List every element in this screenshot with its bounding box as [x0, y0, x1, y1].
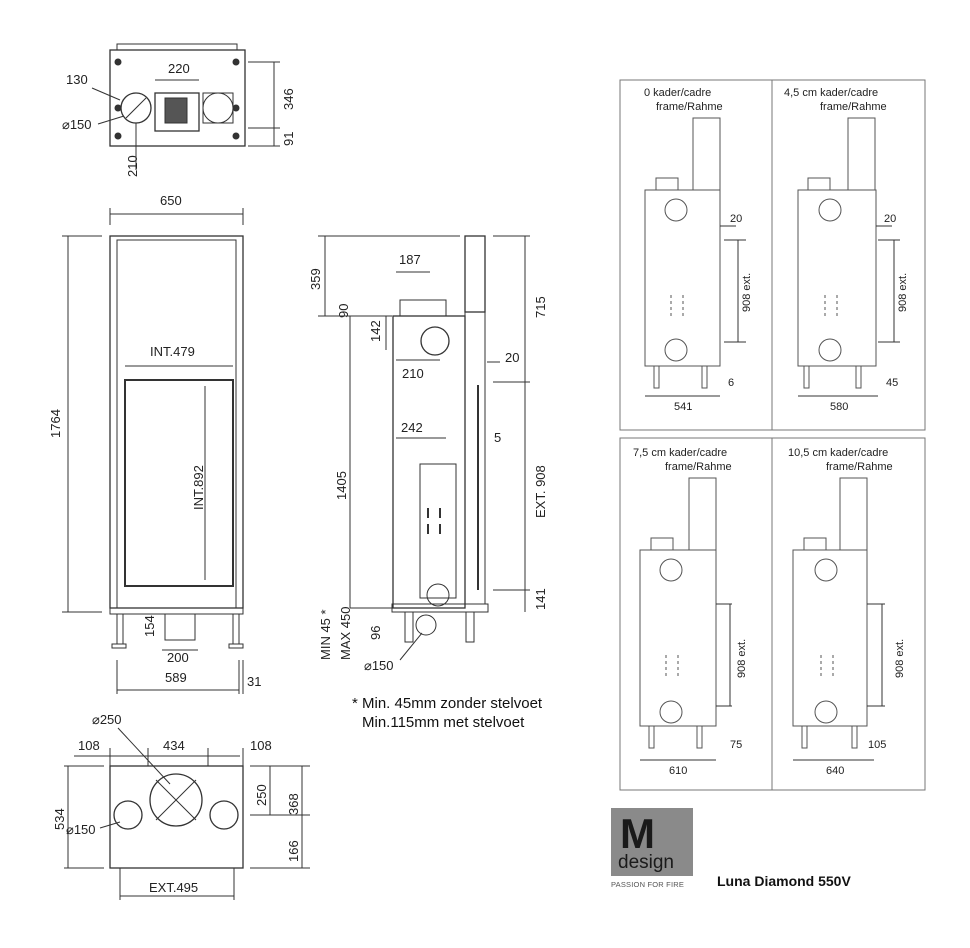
- panel-1-title2: frame/Rahme: [820, 101, 887, 113]
- footnote-line-2: Min.115mm met stelvoet: [362, 714, 525, 731]
- panel-3: 10,5 cm kader/cadre frame/Rahme 908 ext.…: [788, 447, 906, 777]
- panel-2: 7,5 cm kader/cadre frame/Rahme 908 ext. …: [633, 447, 748, 777]
- panel-1-side: 45: [886, 377, 898, 389]
- panel-2-side: 75: [730, 739, 742, 751]
- side-dim-242: 242: [401, 420, 423, 435]
- top-dim-dia150: ⌀150: [62, 117, 92, 132]
- bottom-dim-166: 166: [286, 840, 301, 862]
- panel-2-title2: frame/Rahme: [665, 461, 732, 473]
- side-dim-142: 142: [368, 320, 383, 342]
- panel-2-title1: 7,5 cm kader/cadre: [633, 447, 727, 459]
- panel-0-ext: 908 ext.: [741, 273, 753, 312]
- panel-3-title2: frame/Rahme: [826, 461, 893, 473]
- panel-1-ext: 908 ext.: [897, 273, 909, 312]
- front-dim-int479: INT.479: [150, 344, 195, 359]
- frame-panels: [619, 79, 926, 791]
- side-dim-min45: MIN 45 *: [318, 609, 333, 660]
- front-dim-154: 154: [142, 615, 157, 637]
- logo-letter: M: [620, 810, 655, 857]
- front-view: 650 INT.479 INT.892 1764 154 200 589 31: [48, 193, 261, 694]
- front-dim-200: 200: [167, 650, 189, 665]
- bottom-dim-dia150: ⌀150: [66, 822, 96, 837]
- panel-0-dim20: 20: [730, 213, 742, 225]
- bottom-dim-534: 534: [52, 808, 67, 830]
- bottom-dim-250: 250: [254, 784, 269, 806]
- logo-tagline: PASSION FOR FIRE: [611, 880, 685, 889]
- panel-0-side: 6: [728, 377, 734, 389]
- front-dim-int892: INT.892: [191, 465, 206, 510]
- top-dim-220: 220: [168, 61, 190, 76]
- side-view: 187 359 90 142 210 20 715 242 5 EXT. 908…: [308, 235, 548, 673]
- panel-1: 4,5 cm kader/cadre frame/Rahme 20 908 ex…: [784, 87, 909, 413]
- panel-1-width: 580: [830, 401, 848, 413]
- side-dim-20: 20: [505, 350, 519, 365]
- panel-0-title1: 0 kader/cadre: [644, 87, 711, 99]
- panel-2-width: 610: [669, 765, 687, 777]
- top-dim-346: 346: [281, 88, 296, 110]
- bottom-dim-108a: 108: [78, 738, 100, 753]
- front-dim-650: 650: [160, 193, 182, 208]
- panel-3-width: 640: [826, 765, 844, 777]
- side-dim-ext908: EXT. 908: [533, 465, 548, 518]
- side-dim-96: 96: [368, 626, 383, 640]
- panel-3-title1: 10,5 cm kader/cadre: [788, 447, 888, 459]
- footnote-line-1: * Min. 45mm zonder stelvoet: [352, 695, 543, 712]
- top-view: 220 130 ⌀150 346 91 210: [62, 43, 296, 177]
- panel-2-ext: 908 ext.: [736, 639, 748, 678]
- side-dim-715: 715: [533, 296, 548, 318]
- panel-1-title1: 4,5 cm kader/cadre: [784, 87, 878, 99]
- side-dim-max450: MAX 450: [338, 607, 353, 660]
- side-dim-1405: 1405: [334, 471, 349, 500]
- side-dim-dia150: ⌀150: [364, 658, 394, 673]
- product-title: Luna Diamond 550V: [717, 873, 851, 889]
- panel-3-side: 105: [868, 739, 886, 751]
- bottom-dim-434: 434: [163, 738, 185, 753]
- front-dim-589: 589: [165, 670, 187, 685]
- panel-0-width: 541: [674, 401, 692, 413]
- panel-0-title2: frame/Rahme: [656, 101, 723, 113]
- footnote: * Min. 45mm zonder stelvoet Min.115mm me…: [352, 694, 542, 732]
- mdesign-logo: M design: [611, 808, 693, 876]
- front-dim-31: 31: [247, 674, 261, 689]
- top-dim-210: 210: [125, 155, 140, 177]
- top-dim-91: 91: [281, 132, 296, 146]
- bottom-dim-dia250: ⌀250: [92, 712, 122, 727]
- panel-1-dim20: 20: [884, 213, 896, 225]
- side-dim-210: 210: [402, 366, 424, 381]
- top-dim-130: 130: [66, 72, 88, 87]
- side-dim-359: 359: [308, 268, 323, 290]
- side-dim-187: 187: [399, 252, 421, 267]
- panel-0: 0 kader/cadre frame/Rahme 20 908 ext. 6 …: [644, 87, 753, 413]
- bottom-dim-ext495: EXT.495: [149, 880, 198, 895]
- bottom-view: ⌀250 108 434 108 ⌀150 534 250 368 166 EX…: [52, 712, 310, 900]
- panel-3-ext: 908 ext.: [894, 639, 906, 678]
- logo-word: design: [618, 852, 674, 873]
- front-dim-1764: 1764: [48, 409, 63, 438]
- bottom-dim-108b: 108: [250, 738, 272, 753]
- side-dim-90: 90: [336, 304, 351, 318]
- side-dim-141: 141: [533, 588, 548, 610]
- bottom-dim-368: 368: [286, 793, 301, 815]
- side-dim-5: 5: [494, 430, 501, 445]
